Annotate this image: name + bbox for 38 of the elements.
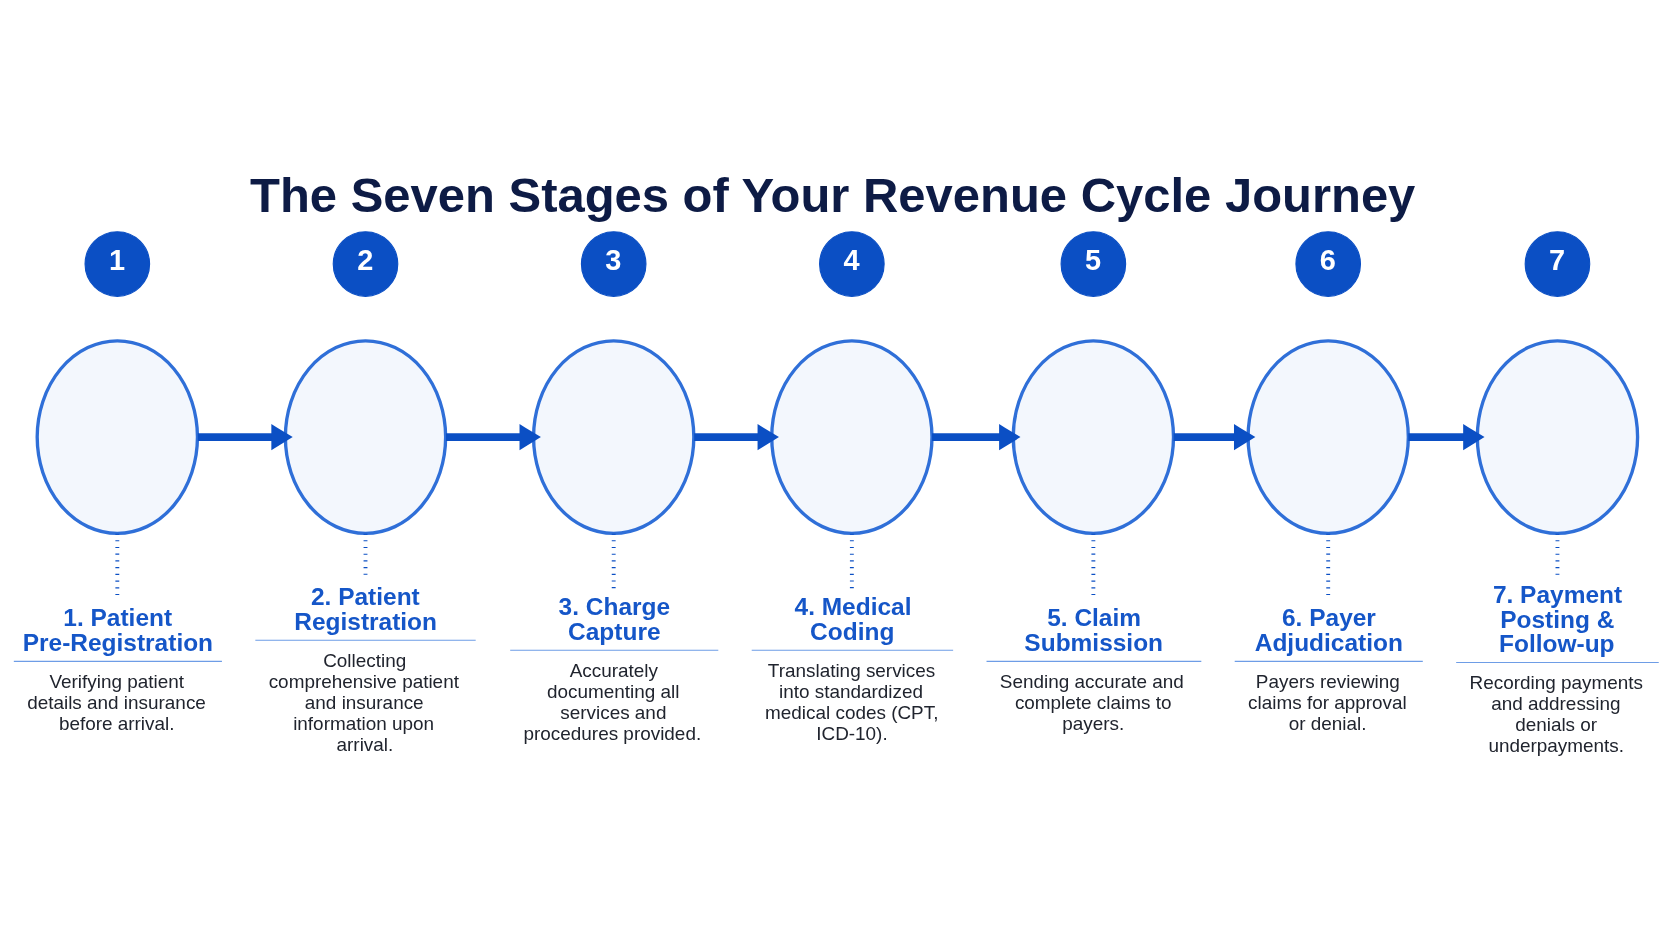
node-label: Translating services into standardized medical codes (CPT, ICD-10). bbox=[765, 659, 939, 744]
node-circle: 5 bbox=[1060, 231, 1127, 297]
node-label: Recording payments and addressing denials or underpayments. bbox=[1469, 671, 1643, 757]
node-circle bbox=[1475, 339, 1640, 536]
node-label: Payers reviewing claims for approval or denial. bbox=[1248, 670, 1407, 734]
arrow bbox=[197, 424, 293, 451]
node-circle bbox=[770, 339, 934, 536]
arrow bbox=[1173, 424, 1256, 451]
connector bbox=[611, 533, 616, 590]
node-circle bbox=[531, 339, 696, 536]
node-label: 6. Payer Adjudication bbox=[1254, 604, 1403, 656]
node-label: Accurately documenting all services and procedures provided. bbox=[523, 659, 702, 744]
node-label: 3. Charge Capture bbox=[558, 593, 671, 645]
node-circle: 3 bbox=[580, 231, 647, 297]
node-circle: 7 bbox=[1524, 231, 1591, 297]
node-circle: 1 bbox=[84, 231, 151, 297]
node-label: 7. Payment Posting & Follow-up bbox=[1492, 581, 1623, 658]
node-label: 4. Medical Coding bbox=[794, 593, 912, 645]
arrow bbox=[445, 424, 541, 451]
node-circle: 4 bbox=[819, 231, 885, 297]
node-circle bbox=[1011, 339, 1176, 536]
node-label: Sending accurate and complete claims to payers. bbox=[999, 670, 1184, 734]
arrow bbox=[694, 424, 779, 451]
node-circle bbox=[1246, 339, 1410, 536]
node-label: Verifying patient details and insurance before arrival. bbox=[27, 670, 206, 734]
node-label: 1. Patient Pre-Registration bbox=[22, 604, 214, 656]
node-circle: 2 bbox=[332, 231, 399, 297]
connector bbox=[1555, 533, 1560, 578]
node-label: 5. Claim Submission bbox=[1024, 604, 1164, 656]
node-circle bbox=[35, 339, 200, 536]
diagram-title: The Seven Stages of Your Revenue Cycle Journey bbox=[250, 167, 1416, 222]
connector bbox=[849, 533, 854, 590]
arrow bbox=[1408, 424, 1485, 451]
node-label: 2. Patient Registration bbox=[294, 583, 438, 635]
node-label: Collecting comprehensive patient and insurance information upon arrival. bbox=[268, 649, 459, 756]
node-circle bbox=[283, 339, 448, 536]
arrow bbox=[932, 424, 1021, 451]
node-circle: 6 bbox=[1295, 231, 1362, 297]
